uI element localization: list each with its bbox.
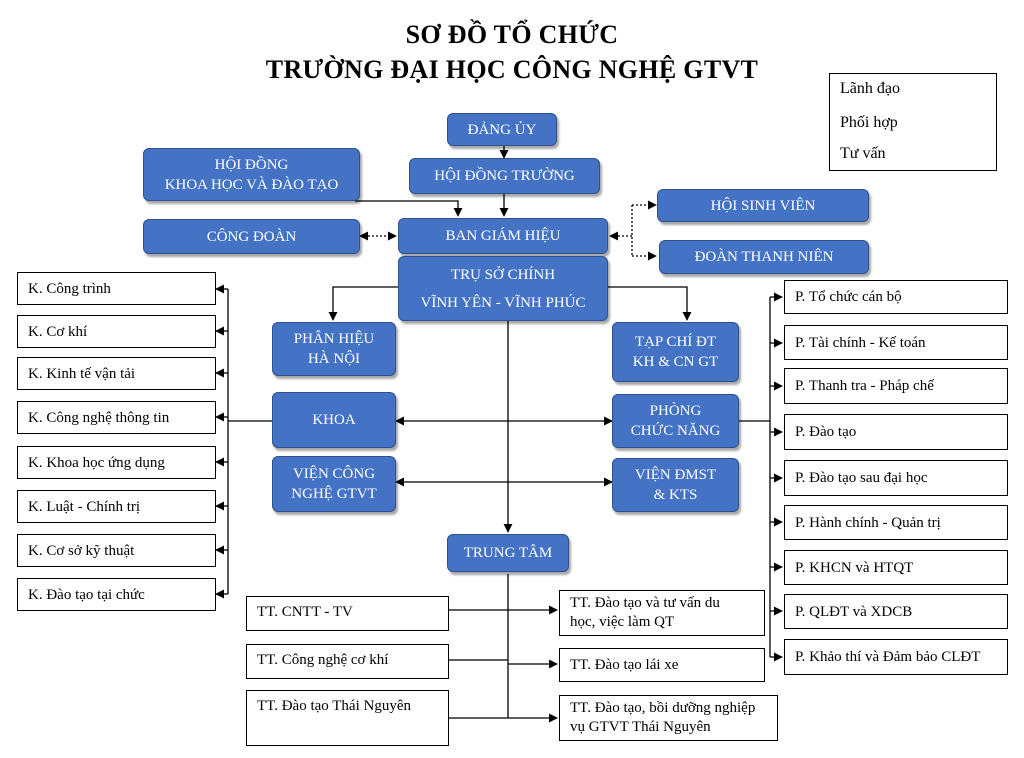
node-cong-doan: CÔNG ĐOÀN: [143, 219, 360, 254]
phong-item: P. KHCN và HTQT: [784, 550, 1008, 585]
legend-item-advise: Tư vấn: [840, 145, 886, 162]
phong-item: P. QLĐT và XDCB: [784, 594, 1008, 629]
phong-arrows: [770, 292, 783, 662]
chart-title-line1: SƠ ĐỒ TỔ CHỨC: [405, 20, 619, 49]
legend-item-coordinate: Phối hợp: [840, 114, 898, 131]
node-hoi-dong-khdt: HỘI ĐỒNG KHOA HỌC VÀ ĐÀO TẠO: [143, 148, 360, 201]
phong-item: P. Hành chính - Quản trị: [784, 505, 1008, 540]
khoa-item: K. Đào tạo tại chức: [17, 578, 216, 611]
trung-tam-item: TT. Đào tạo, bồi dưỡng nghiệp vụ GTVT Th…: [559, 695, 778, 741]
node-hoi-dong-truong: HỘI ĐỒNG TRƯỜNG: [409, 158, 600, 194]
node-phan-hieu: PHÂN HIỆU HÀ NỘI: [272, 322, 396, 376]
node-tap-chi: TẠP CHÍ ĐT KH & CN GT: [612, 322, 739, 382]
trung-tam-item: TT. Đào tạo và tư vấn du học, việc làm Q…: [559, 590, 765, 636]
arrow-to-tap-chi: [608, 286, 692, 321]
node-doan-thanh-nien: ĐOÀN THANH NIÊN: [659, 240, 869, 274]
phong-item: P. Tổ chức cán bộ: [784, 280, 1008, 314]
trung-tam-item: TT. CNTT - TV: [246, 596, 449, 631]
node-khoa: KHOA: [272, 392, 396, 448]
phong-item: P. Thanh tra - Pháp chế: [784, 368, 1008, 404]
node-tru-so-chinh: TRỤ SỞ CHÍNH VĨNH YÊN - VĨNH PHÚC: [398, 256, 608, 321]
khoa-item: K. Khoa học ứng dụng: [17, 446, 216, 479]
legend: Lãnh đạo Phối hợp Tư vấn: [829, 73, 997, 171]
phong-item: P. Đào tạo: [784, 414, 1008, 450]
phong-item: P. Khảo thí và Đảm bảo CLĐT: [784, 639, 1008, 675]
khoa-item: K. Công nghệ thông tin: [17, 401, 216, 434]
khoa-arrows: [215, 284, 228, 599]
khoa-item: K. Cơ khí: [17, 315, 216, 348]
node-vien-dmst: VIỆN ĐMST & KTS: [612, 458, 739, 512]
node-phong-chuc-nang: PHÒNG CHỨC NĂNG: [612, 394, 739, 448]
trung-tam-item: TT. Công nghệ cơ khí: [246, 644, 449, 679]
trung-tam-item: TT. Đào tạo Thái Nguyên: [246, 690, 449, 746]
node-dang-uy: ĐẢNG ỦY: [447, 113, 557, 146]
legend-item-lead: Lãnh đạo: [840, 80, 900, 97]
node-vien-cong-nghe: VIỆN CÔNG NGHỆ GTVT: [272, 456, 396, 512]
khoa-item: K. Luật - Chính trị: [17, 490, 216, 523]
chart-title-line2: TRƯỜNG ĐẠI HỌC CÔNG NGHỆ GTVT: [265, 55, 759, 84]
khoa-item: K. Cơ sở kỹ thuật: [17, 534, 216, 567]
trung-tam-item: TT. Đào tạo lái xe: [559, 648, 765, 682]
phong-item: P. Đào tạo sau đại học: [784, 460, 1008, 496]
node-hoi-sinh-vien: HỘI SINH VIÊN: [657, 189, 869, 222]
khoa-item: K. Kinh tế vận tải: [17, 357, 216, 390]
phong-item: P. Tài chính - Kế toán: [784, 325, 1008, 360]
arrow-hdkhdt-to-bgh: [355, 200, 463, 217]
khoa-item: K. Công trình: [17, 272, 216, 305]
node-trung-tam: TRUNG TÂM: [447, 534, 569, 572]
node-ban-giam-hieu: BAN GIÁM HIỆU: [398, 218, 608, 254]
arrow-to-phan-hieu: [328, 286, 398, 321]
